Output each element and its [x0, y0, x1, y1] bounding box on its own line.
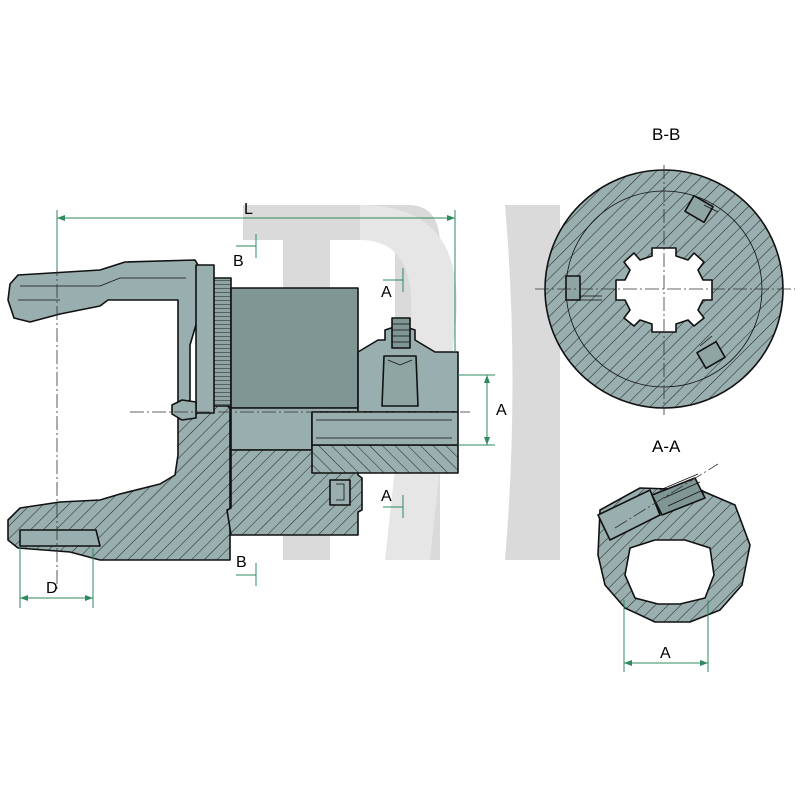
label-bore-a-section: A — [660, 645, 671, 662]
aa-bolt-axis — [614, 463, 719, 529]
label-section-a-top: A — [381, 284, 392, 301]
bolt-top-right — [684, 194, 719, 224]
dimension-d — [19, 548, 94, 608]
dimension-a-section — [623, 600, 709, 672]
label-d: D — [46, 580, 58, 597]
dimension-l — [56, 210, 456, 352]
bolt-bottom-right — [696, 335, 726, 370]
label-section-b-bottom: B — [236, 554, 247, 571]
label-l: L — [244, 201, 253, 218]
section-marker-b-bottom — [236, 563, 257, 586]
bolt-left — [565, 275, 602, 301]
section-aa-view — [597, 473, 751, 623]
title-view-aa: A-A — [652, 437, 681, 456]
dimension-a-main — [458, 374, 495, 446]
title-view-bb: B-B — [652, 125, 680, 144]
section-marker-a-bottom — [383, 495, 404, 518]
label-section-a-bottom: A — [381, 488, 392, 505]
section-marker-b-top — [236, 234, 257, 258]
section-marker-a-top — [383, 268, 404, 292]
label-bore-a-main: A — [496, 402, 507, 419]
label-section-b-top: B — [233, 253, 244, 270]
yoke-side-view — [7, 259, 459, 561]
